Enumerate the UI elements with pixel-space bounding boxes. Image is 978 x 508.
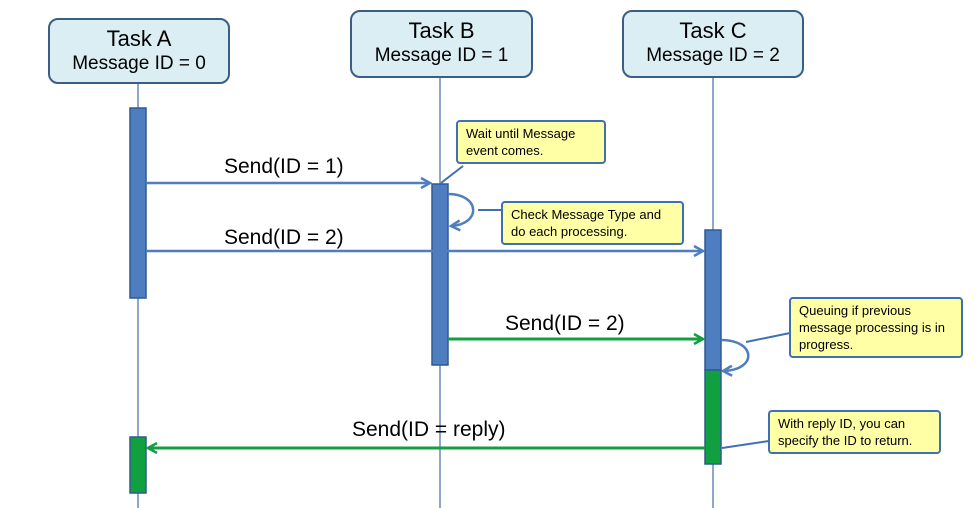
task-message-id: Message ID = 0	[72, 53, 206, 74]
activation-task-c-blue	[704, 229, 722, 371]
self-loop-task-c	[721, 338, 750, 371]
callout-pointer-4	[721, 440, 770, 449]
note-wait-event: Wait until Message event comes.	[456, 120, 606, 164]
callout-pointer-1	[440, 165, 464, 184]
task-name: Task A	[106, 26, 172, 51]
self-loop-task-b	[447, 192, 475, 226]
task-box-b: Task B Message ID = 1	[350, 10, 533, 78]
activation-task-a-reply	[129, 436, 147, 494]
task-message-id: Message ID = 2	[646, 45, 780, 66]
note-queuing: Queuing if previous message processing i…	[789, 297, 963, 358]
task-box-c: Task C Message ID = 2	[622, 10, 804, 78]
message-label-reply: Send(ID = reply)	[352, 418, 506, 441]
callout-pointer-3	[745, 332, 791, 343]
task-message-id: Message ID = 1	[374, 45, 509, 66]
task-name: Task C	[679, 18, 747, 43]
message-label-3: Send(ID = 2)	[505, 312, 625, 335]
activation-task-a	[129, 107, 147, 299]
activation-task-b	[431, 183, 449, 366]
note-reply-id: With reply ID, you can specify the ID to…	[768, 410, 941, 454]
note-check-type: Check Message Type and do each processin…	[501, 201, 684, 245]
activation-task-c-green	[704, 369, 722, 465]
task-box-a: Task A Message ID = 0	[48, 18, 230, 84]
message-label-1: Send(ID = 1)	[224, 155, 344, 178]
task-name: Task B	[408, 18, 475, 43]
message-label-2: Send(ID = 2)	[224, 226, 344, 249]
